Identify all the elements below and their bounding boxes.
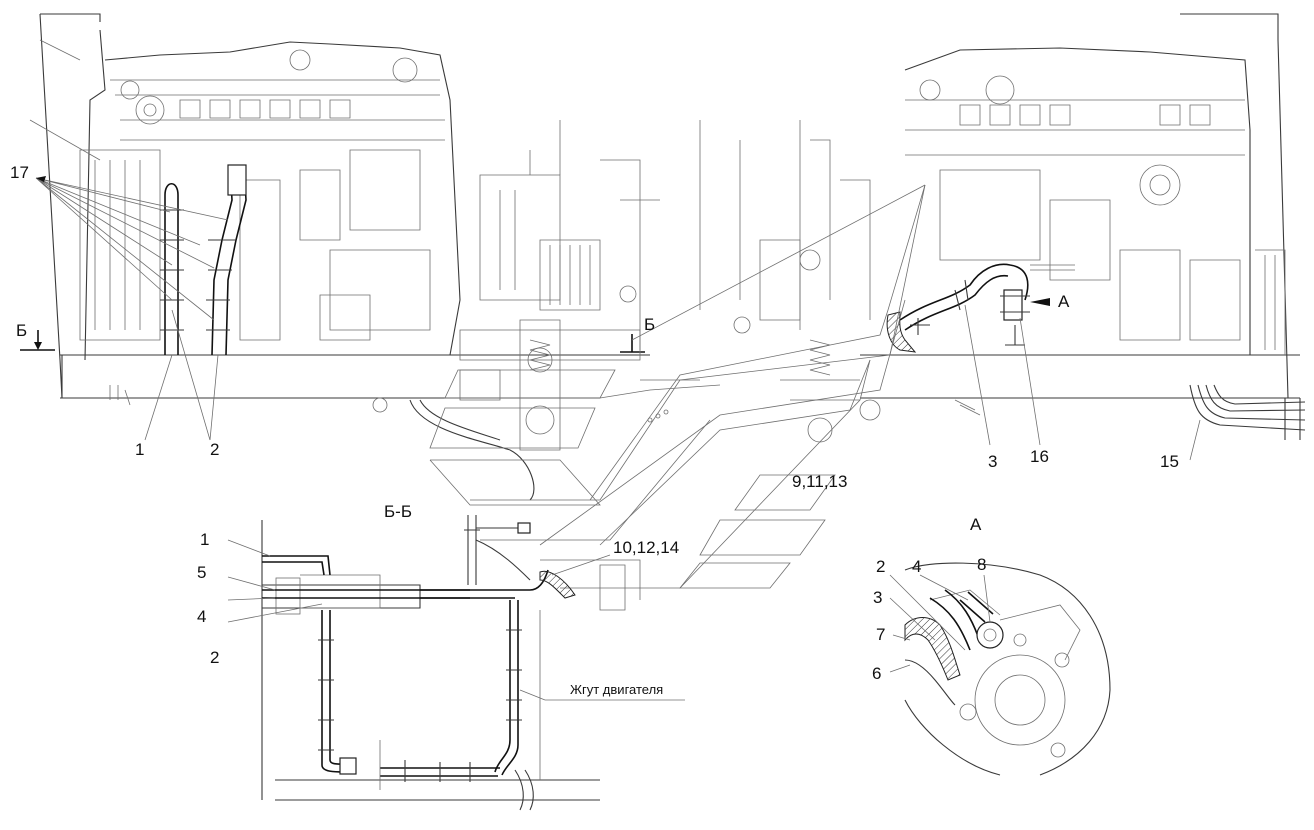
callout-1: 1 (135, 440, 144, 459)
callout-16: 16 (1030, 447, 1049, 466)
view-a-item-2: 2 (876, 557, 885, 576)
callout-9-11-13: 9,11,13 (792, 472, 847, 491)
callout-3: 3 (988, 452, 997, 471)
view-a-item-6: 6 (872, 664, 881, 683)
view-a-item-7: 7 (876, 625, 885, 644)
view-arrow-a: А (1058, 292, 1070, 311)
detail-view-a (889, 562, 1111, 776)
labels: 17 1 2 3 16 15 9,11,13 10,12,14 Б Б А Б-… (10, 163, 1179, 697)
callout-2: 2 (210, 440, 219, 459)
left-engine-view (20, 13, 650, 501)
view-bb-item-4: 4 (197, 607, 206, 626)
engine-harness-label: Жгут двигателя (570, 682, 663, 697)
center-transmission-view (459, 120, 871, 451)
view-a-item-4: 4 (912, 557, 921, 576)
section-view-bb (227, 515, 685, 811)
section-mark-b-left: Б (16, 321, 27, 340)
section-b-trace (429, 184, 926, 589)
view-a-title: А (970, 515, 982, 534)
view-a-item-3: 3 (873, 588, 882, 607)
callout-10-12-14: 10,12,14 (613, 538, 679, 557)
view-bb-item-1: 1 (200, 530, 209, 549)
callout-15: 15 (1160, 452, 1179, 471)
right-engine-view (859, 13, 1306, 461)
view-bb-title: Б-Б (384, 502, 412, 521)
view-a-item-8: 8 (977, 555, 986, 574)
callout-17: 17 (10, 163, 29, 182)
view-bb-item-5: 5 (197, 563, 206, 582)
view-bb-item-2: 2 (210, 648, 219, 667)
section-mark-b-right: Б (644, 315, 655, 334)
